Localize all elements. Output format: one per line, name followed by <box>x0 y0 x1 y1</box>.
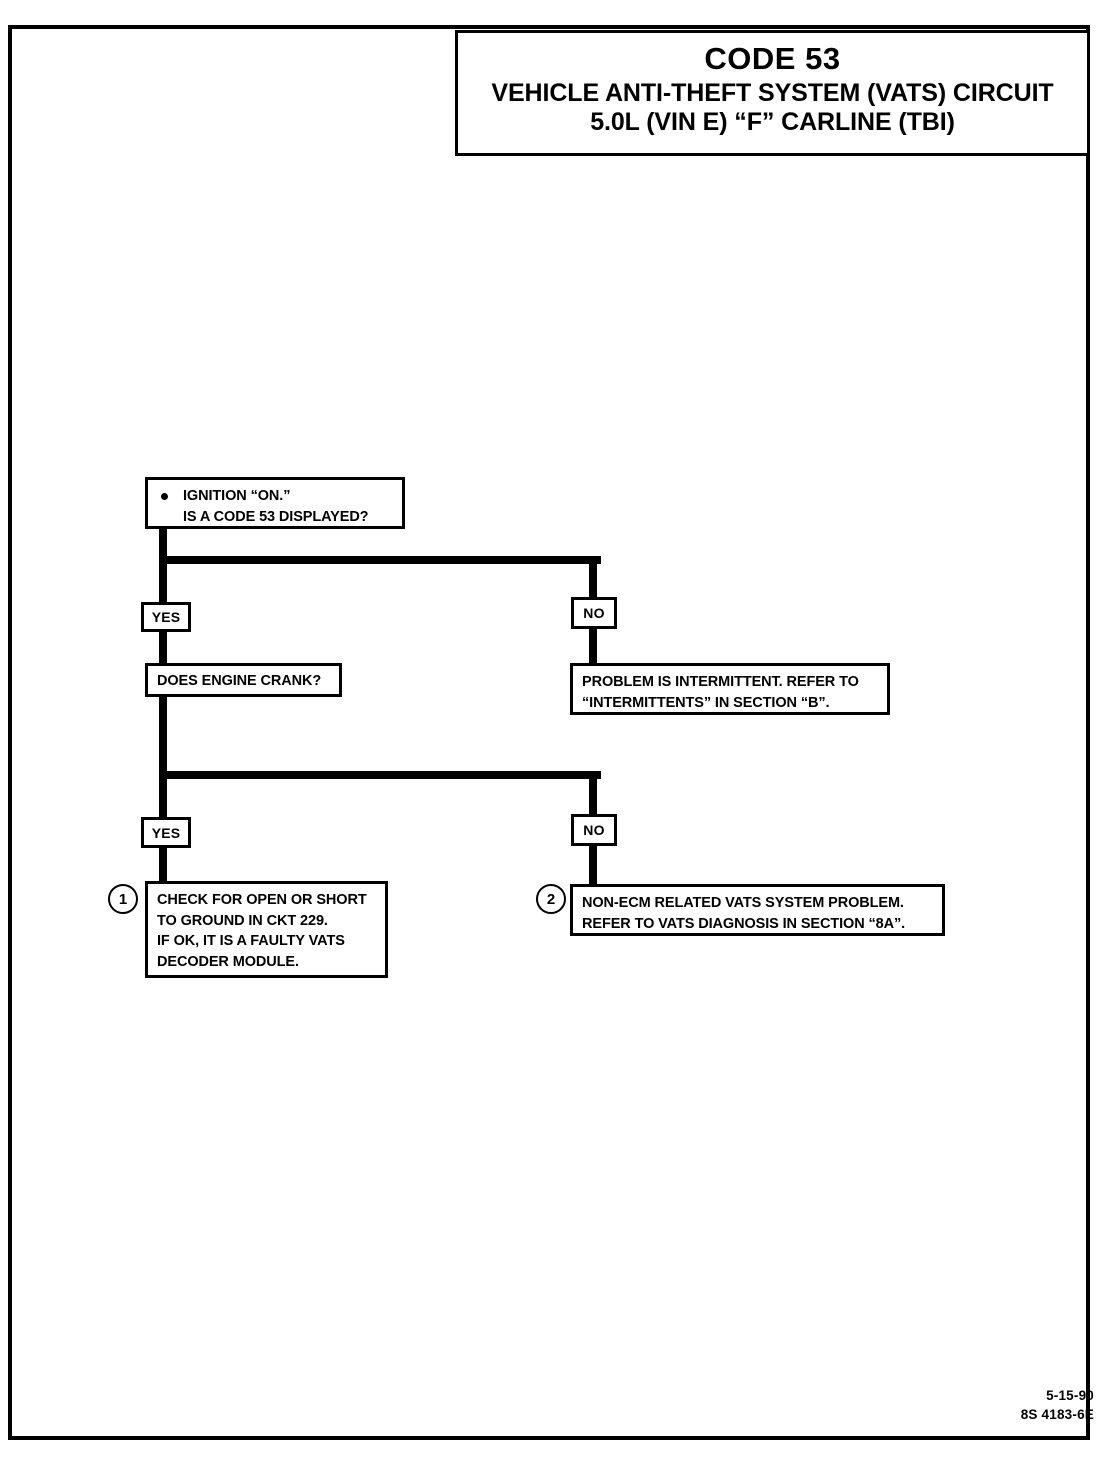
label-branch1-no: NO <box>571 597 617 629</box>
connector-branch1-horizontal <box>159 556 601 564</box>
footer-date: 5-15-90 <box>1046 1388 1094 1403</box>
bullet-icon <box>161 493 168 500</box>
step1-bullet-text: IGNITION “ON.” <box>183 488 291 504</box>
connector-branch2-horizontal <box>159 771 601 779</box>
result-1-marker: 1 <box>108 884 138 914</box>
result-2-line-1: NON-ECM RELATED VATS SYSTEM PROBLEM. <box>582 895 904 911</box>
step2-question-text: DOES ENGINE CRANK? <box>157 673 322 689</box>
connector-yes2-to-result1 <box>159 846 167 884</box>
result-2-marker: 2 <box>536 884 566 914</box>
result-intermittent-line-2: “INTERMITTENTS” IN SECTION “B”. <box>582 694 830 711</box>
result-2-line-2: REFER TO VATS DIAGNOSIS IN SECTION “8A”. <box>582 915 906 932</box>
flow-box-step1: IGNITION “ON.” IS A CODE 53 DISPLAYED? <box>145 477 405 529</box>
connector-branch2-no-drop <box>589 771 597 815</box>
result-1-marker-text: 1 <box>118 890 128 908</box>
connector-no2-to-result2 <box>589 844 597 884</box>
flow-box-step2: DOES ENGINE CRANK? <box>145 663 342 697</box>
connector-step2-stem <box>159 697 167 819</box>
page-border <box>8 25 1090 1440</box>
step1-bullet-row: IGNITION “ON.” <box>157 486 393 507</box>
footer: 5-15-90 8S 4183-6E <box>1021 1386 1094 1424</box>
result-2-marker-text: 2 <box>546 890 556 908</box>
label-branch1-yes-text: YES <box>151 609 181 625</box>
label-branch2-no-text: NO <box>583 822 605 838</box>
result-1-line-1: CHECK FOR OPEN OR SHORT <box>157 892 367 908</box>
flow-box-result-1: CHECK FOR OPEN OR SHORT TO GROUND IN CKT… <box>145 881 388 978</box>
label-branch1-yes: YES <box>141 602 191 632</box>
result-intermittent-line-1: PROBLEM IS INTERMITTENT. REFER TO <box>582 674 859 690</box>
connector-branch1-no-drop <box>589 556 597 604</box>
connector-yes1-to-step2 <box>159 630 167 670</box>
title-subtitle-line-1: VEHICLE ANTI-THEFT SYSTEM (VATS) CIRCUIT <box>491 79 1054 107</box>
label-branch2-yes: YES <box>141 817 191 848</box>
title-subtitle-line-2: 5.0L (VIN E) “F” CARLINE (TBI) <box>590 108 955 136</box>
flow-box-result-2: NON-ECM RELATED VATS SYSTEM PROBLEM. REF… <box>570 884 945 936</box>
result-1-line-2: TO GROUND IN CKT 229. <box>157 912 328 929</box>
flow-box-result-intermittent: PROBLEM IS INTERMITTENT. REFER TO “INTER… <box>570 663 890 715</box>
result-1-line-3: IF OK, IT IS A FAULTY VATS <box>157 933 345 949</box>
title-block: CODE 53 VEHICLE ANTI-THEFT SYSTEM (VATS)… <box>455 30 1090 156</box>
connector-step1-stem <box>159 529 167 604</box>
label-branch1-no-text: NO <box>583 605 605 621</box>
label-branch2-yes-text: YES <box>151 824 181 841</box>
page-title: CODE 53 <box>704 41 841 76</box>
label-branch2-no: NO <box>571 814 617 846</box>
footer-doc-number: 8S 4183-6E <box>1020 1407 1094 1422</box>
result-1-line-4: DECODER MODULE. <box>157 953 299 970</box>
step1-question-text: IS A CODE 53 DISPLAYED? <box>183 508 369 525</box>
connector-no1-to-intermittent <box>589 627 597 667</box>
